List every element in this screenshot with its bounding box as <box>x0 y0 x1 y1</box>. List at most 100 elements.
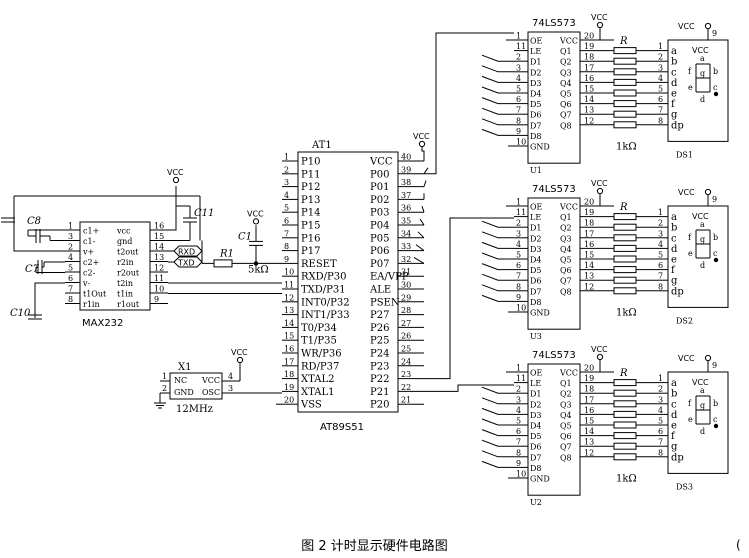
mcu-pin-label: P12 <box>301 182 320 193</box>
latch-pin-number: 9 <box>516 459 521 468</box>
resistor-icon <box>613 442 637 450</box>
display-pin-label: dp <box>671 120 684 131</box>
mcu-pin-label: P10 <box>301 157 320 168</box>
max232-pin-number: 12 <box>154 264 164 273</box>
display-pin-number: 1 <box>658 42 663 51</box>
mcu-pin-number: 12 <box>284 293 294 302</box>
mcu-pin-number: 28 <box>401 306 411 315</box>
vcc-label: VCC <box>678 22 695 31</box>
mcu-pin-number: 6 <box>284 217 289 226</box>
max232-chip-body <box>79 221 151 311</box>
max232-name: MAX232 <box>82 318 123 329</box>
mcu-pin-number: 26 <box>401 332 411 341</box>
latch-pin-number: 12 <box>584 448 594 457</box>
p0-bus-wire <box>423 167 429 175</box>
data-bus-wire <box>481 294 514 302</box>
data-bus-wire <box>481 220 514 228</box>
mcu-pin-number: 15 <box>284 332 294 341</box>
mcu-pin-number: 36 <box>401 204 411 213</box>
display-pin-label: d <box>671 410 678 421</box>
latch-pin-number: 18 <box>584 53 594 62</box>
display-ref: DS3 <box>676 482 693 491</box>
mcu-pin-number: 33 <box>401 242 411 251</box>
resistor-array-label: R <box>619 202 628 213</box>
display-pin-label: d <box>671 244 678 255</box>
mcu-pin-number: 8 <box>284 242 289 251</box>
latch-pin-label: D6 <box>530 277 542 286</box>
cap-label-c1: C1 <box>238 231 252 242</box>
latch-pin-number: 7 <box>516 272 521 281</box>
latch-pin-number: 20 <box>584 364 594 373</box>
mcu-pin-label: P14 <box>301 208 320 219</box>
mcu-pin-number: 31 <box>401 268 411 277</box>
vcc-label: VCC <box>678 188 695 197</box>
data-bus-wire <box>481 118 514 126</box>
latch-pin-number: 5 <box>516 417 521 426</box>
display-pin-label: f <box>671 99 676 110</box>
wire <box>13 196 65 252</box>
cap-label-c11: C11 <box>194 208 214 219</box>
resistor-icon <box>613 410 637 418</box>
data-bus-wire <box>481 418 514 426</box>
display-pin-number: 9 <box>712 361 717 370</box>
latch-pin-label: LE <box>530 379 541 388</box>
max232-pin-label: c2+ <box>83 258 99 267</box>
display-pin-label: g <box>671 110 678 121</box>
crystal-pin-label: VCC <box>201 376 220 385</box>
max232-pin-number: 1 <box>68 222 73 231</box>
latch-pin-label: Q6 <box>560 100 572 109</box>
mcu-pin-number: 37 <box>401 191 411 200</box>
p0-bus-wire <box>419 218 425 226</box>
display-pin-number: 1 <box>658 374 663 383</box>
latch-pin-label: Q4 <box>560 79 572 88</box>
display-pin-number: 1 <box>658 208 663 217</box>
max232-pin-number: 16 <box>154 222 164 231</box>
mcu-pin-number: 27 <box>401 319 411 328</box>
latch-pin-label: OE <box>530 203 543 212</box>
latch-pin-number: 18 <box>584 385 594 394</box>
max232-pin-label: v- <box>82 279 91 288</box>
display-DS3-body <box>667 371 729 474</box>
latch-pin-label: Q7 <box>560 443 572 452</box>
data-bus-wire <box>481 75 514 83</box>
latch-pin-number: 11 <box>516 42 526 51</box>
crystal-pin-number: 3 <box>228 384 233 393</box>
data-bus-wire <box>481 407 514 415</box>
mcu-pin-label: WR/P36 <box>301 349 342 360</box>
data-bus-wire <box>481 439 514 447</box>
resistor-array-label: R <box>619 368 628 379</box>
display-DS1-body <box>667 39 729 142</box>
latch-U3-body <box>527 197 581 330</box>
mcu-pin-number: 7 <box>284 229 289 238</box>
crystal-pin-number: 2 <box>162 384 167 393</box>
data-bus-wire <box>481 386 514 394</box>
mcu-pin-label: T1/P35 <box>301 336 337 347</box>
latch-pin-label: LE <box>530 47 541 56</box>
mcu-pin-number: 9 <box>284 255 289 264</box>
latch-pin-label: Q6 <box>560 266 572 275</box>
crystal-oscillator-body <box>169 372 223 400</box>
latch-U1-body <box>527 31 581 164</box>
latch-pin-number: 6 <box>516 261 521 270</box>
wire <box>34 282 65 318</box>
display-pin-label: b <box>671 57 677 68</box>
mcu-pin-label: P00 <box>370 169 389 180</box>
latch-pin-label: Q5 <box>560 422 572 431</box>
segment-label: c <box>713 83 718 92</box>
mcu-name: AT89S51 <box>320 422 364 433</box>
latch-pin-label: VCC <box>559 37 578 46</box>
resistor-icon <box>613 453 637 461</box>
latch-pin-number: 11 <box>516 208 526 217</box>
latch-pin-number: 6 <box>516 95 521 104</box>
display-pin-label: e <box>671 255 677 266</box>
mcu-pin-label: P05 <box>370 233 389 244</box>
p0-bus-wire <box>417 231 425 239</box>
latch-pin-number: 8 <box>516 282 521 291</box>
vcc-latch-icon <box>596 21 604 29</box>
latch-pin-label: Q1 <box>560 47 572 56</box>
crystal-frequency: 12MHz <box>176 404 213 415</box>
mcu-pin-label: TXD/P31 <box>301 285 346 296</box>
max232-pin-number: 13 <box>154 253 164 262</box>
max232-pin-label: r1in <box>83 300 100 309</box>
latch-pin-label: D6 <box>530 443 542 452</box>
